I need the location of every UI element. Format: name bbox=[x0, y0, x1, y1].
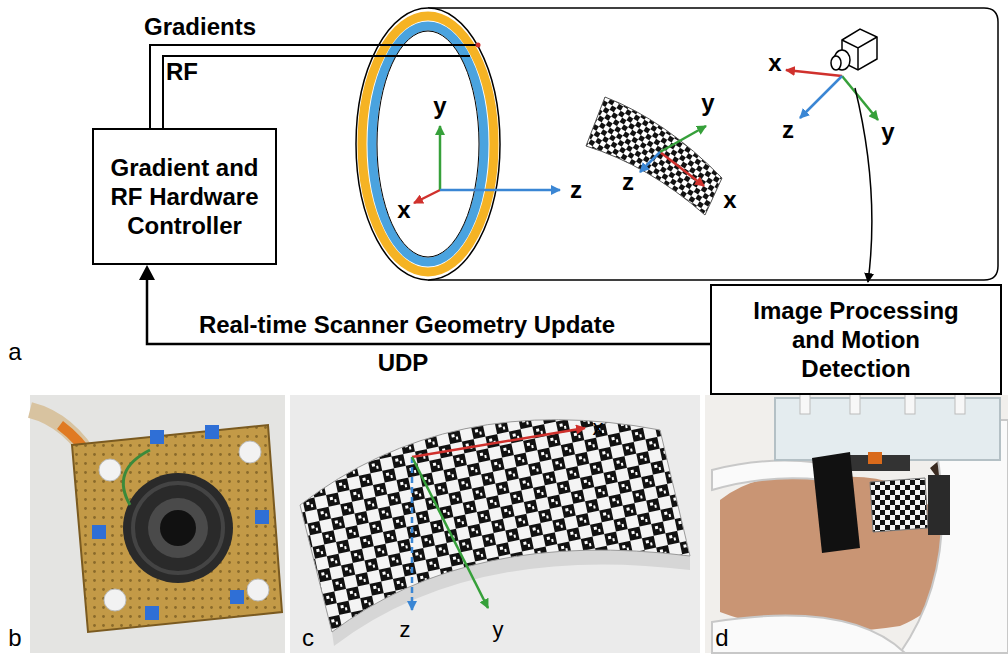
camera-icon-part bbox=[800, 76, 842, 118]
subject-photo-part bbox=[928, 475, 950, 535]
marker-photo-part bbox=[411, 457, 414, 610]
axis-label: y bbox=[493, 619, 504, 641]
signal-label: RF bbox=[166, 60, 198, 84]
camera-icon-part bbox=[831, 56, 841, 70]
edge-label-box: Real-time Scanner Geometry Update UDP bbox=[180, 306, 630, 382]
camera-photo-part bbox=[150, 430, 164, 444]
panel-letter: a bbox=[8, 340, 21, 364]
camera-photo-part bbox=[30, 395, 285, 653]
camera-photo-part bbox=[230, 590, 244, 604]
checkerboard-marker-part bbox=[640, 152, 660, 172]
camera-photo-part bbox=[255, 510, 269, 524]
gradient-rf-wires-part bbox=[150, 45, 478, 128]
arrowhead bbox=[139, 265, 155, 280]
gradient-rf-wires-part bbox=[163, 56, 470, 128]
camera-photo-part bbox=[104, 589, 126, 611]
subject-photo-part bbox=[905, 392, 915, 414]
marker-photo bbox=[290, 395, 700, 653]
camera-icon bbox=[786, 29, 878, 282]
camera-icon-part bbox=[786, 70, 842, 76]
panel-letter: c bbox=[302, 626, 314, 650]
marker-photo-part bbox=[300, 420, 690, 632]
camera-photo-part bbox=[205, 425, 219, 439]
connector-label: Real-time Scanner Geometry Update UDP bbox=[195, 311, 615, 376]
axis-label: y bbox=[881, 120, 894, 144]
subject-photo-part bbox=[870, 478, 928, 532]
scanner-axes bbox=[414, 126, 560, 203]
subject-photo-part bbox=[705, 395, 1008, 653]
camera-photo bbox=[30, 395, 285, 653]
scanner-axes-part bbox=[439, 126, 442, 190]
scanner-axes-part bbox=[414, 190, 440, 203]
panel-letter: d bbox=[715, 626, 728, 650]
marker-photo-part bbox=[412, 457, 488, 608]
subject-photo bbox=[705, 392, 1008, 653]
camera-photo-part bbox=[92, 525, 106, 539]
marker-photo-part bbox=[290, 395, 700, 653]
box-label: Image Processing and Motion Detection bbox=[744, 296, 968, 383]
gradient-rf-wires-part bbox=[476, 43, 481, 48]
checkerboard-marker-part bbox=[660, 152, 704, 186]
camera-photo-part bbox=[133, 483, 223, 573]
scanner-axes-part bbox=[440, 189, 560, 192]
subject-photo-part bbox=[868, 452, 882, 464]
camera-icon-part bbox=[855, 88, 872, 282]
scanner-bore-part bbox=[362, 16, 494, 272]
subject-photo-part bbox=[850, 392, 860, 414]
scanner-bore-part bbox=[377, 31, 479, 257]
gradient-rf-wires bbox=[150, 43, 481, 129]
subject-photo-part bbox=[812, 452, 860, 553]
axis-label: z bbox=[570, 178, 582, 202]
checkerboard-marker-part bbox=[660, 126, 706, 152]
process-box: Gradient and RF Hardware Controller bbox=[92, 128, 277, 265]
subject-photo-part bbox=[712, 616, 905, 653]
axis-label: y bbox=[433, 94, 446, 118]
camera-photo-part bbox=[239, 441, 261, 463]
panel-letter: b bbox=[8, 626, 21, 650]
subject-photo-part bbox=[955, 392, 965, 414]
camera-photo-part bbox=[123, 450, 150, 505]
camera-photo-part bbox=[145, 606, 159, 620]
camera-photo-part bbox=[123, 473, 233, 583]
marker-photo-part bbox=[412, 428, 585, 457]
camera-photo-part bbox=[148, 498, 208, 558]
axis-label: x bbox=[593, 417, 604, 439]
process-box: Image Processing and Motion Detection bbox=[710, 284, 1002, 395]
scanner-bore-part bbox=[372, 26, 484, 262]
scanner-bore-part bbox=[356, 8, 500, 280]
axis-label: z bbox=[622, 170, 634, 194]
axis-label: z bbox=[782, 118, 794, 142]
axis-label: x bbox=[723, 188, 736, 212]
axis-label: z bbox=[400, 619, 411, 641]
scanner-bore-part bbox=[428, 8, 998, 280]
camera-photo-part bbox=[160, 510, 196, 546]
scanner-bore bbox=[356, 8, 998, 280]
box-label: Gradient and RF Hardware Controller bbox=[104, 153, 265, 240]
axis-label: x bbox=[768, 51, 781, 75]
signal-label: Gradients bbox=[144, 15, 256, 39]
subject-photo-part bbox=[800, 392, 810, 414]
axis-label: x bbox=[397, 198, 410, 222]
camera-photo-part bbox=[72, 425, 282, 632]
axis-label: y bbox=[701, 91, 714, 115]
camera-photo-part bbox=[247, 579, 269, 601]
camera-photo-part bbox=[99, 459, 121, 481]
